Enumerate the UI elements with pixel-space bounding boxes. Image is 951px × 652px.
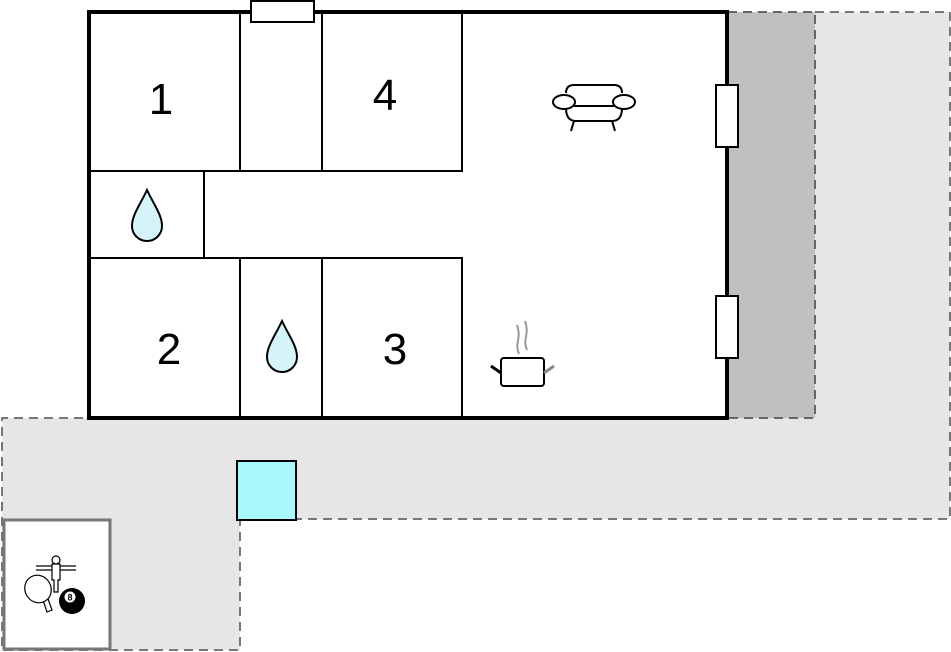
window [715, 295, 739, 359]
room-label: 2 [157, 325, 181, 374]
water-drop-icon [130, 187, 164, 242]
water-drop-icon [265, 318, 299, 373]
sofa-icon [552, 84, 636, 132]
house-outline-front [87, 10, 729, 420]
house-outline [87, 10, 729, 420]
game-room [2, 518, 112, 651]
room-label: 3 [383, 325, 407, 374]
table-football-icon [36, 555, 76, 593]
window [250, 0, 315, 23]
ping-pong-icon [24, 574, 53, 613]
pool [236, 460, 297, 521]
room-label: 1 [149, 75, 173, 124]
cooking-pot-icon [490, 320, 555, 387]
svg-text:8: 8 [67, 593, 72, 603]
billiard-ball-icon: 8 [59, 588, 85, 614]
window [715, 84, 739, 148]
terrace-outline [1, 11, 951, 651]
room-label: 4 [373, 71, 397, 120]
covered-terrace [727, 11, 816, 419]
